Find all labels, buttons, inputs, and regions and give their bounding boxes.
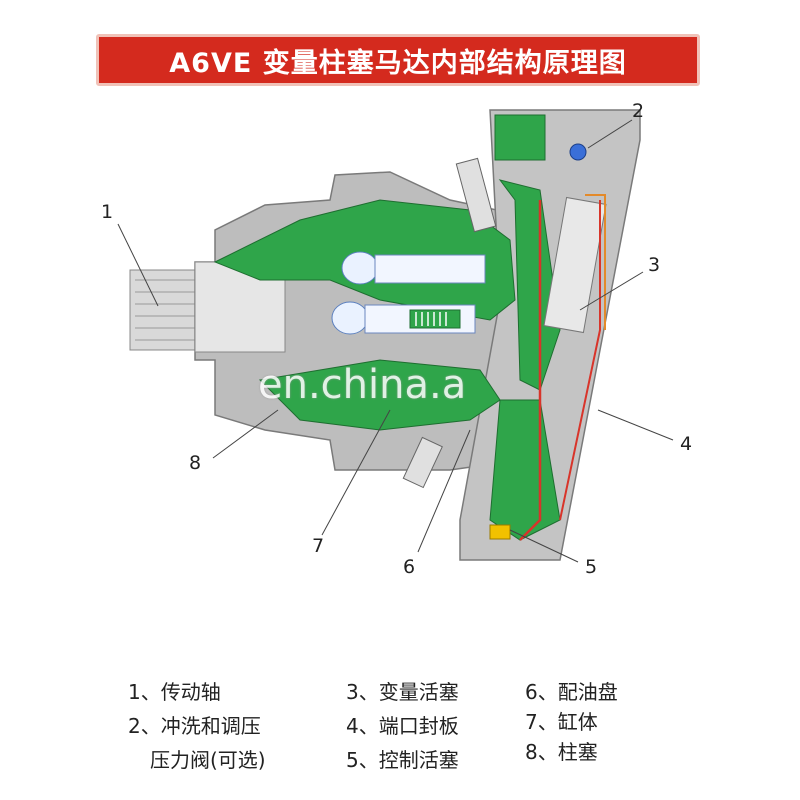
- callout-8: 8: [189, 452, 202, 474]
- sensors: [402, 157, 497, 489]
- callout-2: 2: [632, 100, 645, 122]
- callout-3: 3: [648, 254, 661, 276]
- page-title: A6VE 变量柱塞马达内部结构原理图: [169, 47, 627, 79]
- legend-item: 5、控制活塞: [346, 748, 459, 772]
- legend-item: 3、变量活塞: [346, 680, 459, 704]
- legend-item: 压力阀(可选): [150, 748, 266, 772]
- callout-5: 5: [585, 556, 598, 578]
- callout-7: 7: [312, 535, 325, 557]
- legend-item: 2、冲洗和调压: [128, 714, 261, 738]
- callout-1: 1: [101, 201, 114, 223]
- callout-6: 6: [403, 556, 416, 578]
- control-piston: [489, 143, 607, 541]
- legend-item: 1、传动轴: [128, 680, 221, 704]
- leader-lines: [117, 119, 674, 563]
- pistons: [331, 251, 486, 335]
- watermark-text: en.china.a: [258, 362, 467, 408]
- callout-4: 4: [680, 433, 693, 455]
- legend-item: 7、缸体: [525, 710, 598, 734]
- legend-item: 4、端口封板: [346, 714, 459, 738]
- title-banner: A6VE 变量柱塞马达内部结构原理图: [96, 34, 700, 86]
- legend-item: 8、柱塞: [525, 740, 598, 764]
- legend-item: 6、配油盘: [525, 680, 618, 704]
